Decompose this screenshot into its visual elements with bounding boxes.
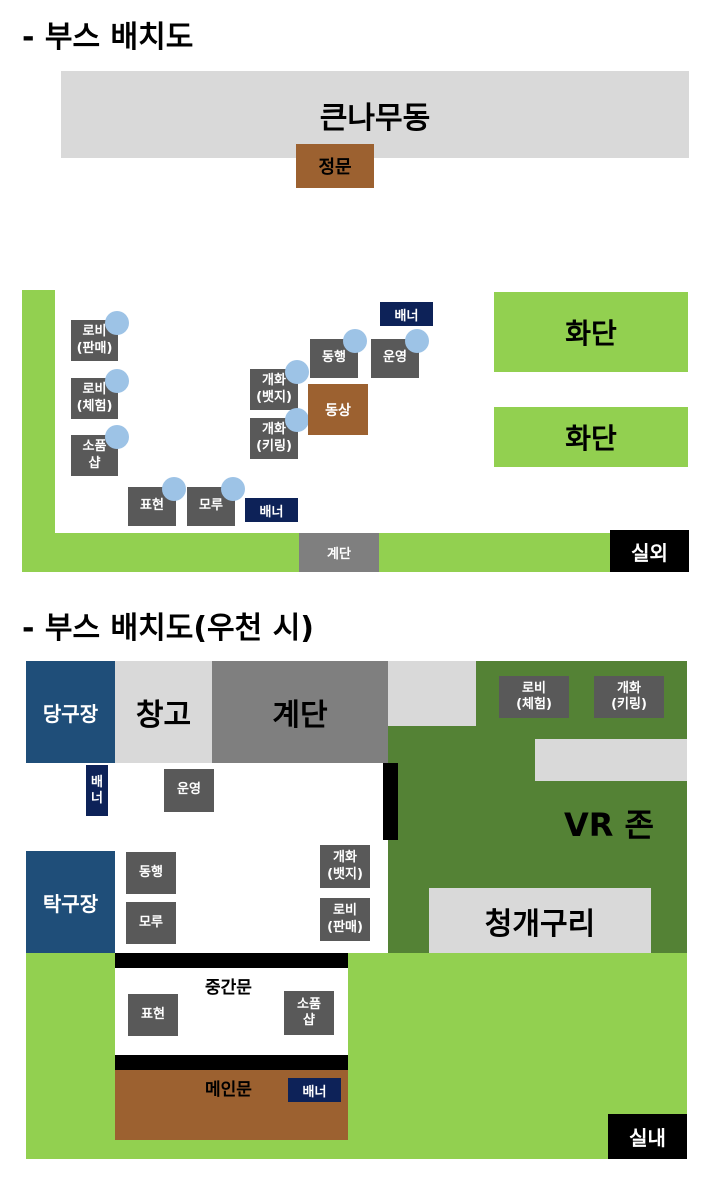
booth-lobby-experience: 로비 (체험) [499, 676, 569, 718]
booth-label: (키링) [611, 697, 647, 712]
booth-label: (판매) [327, 919, 363, 935]
grass-left-strip [22, 290, 55, 572]
main-door-wall [115, 1055, 348, 1070]
booth-label: 개화 [333, 850, 357, 866]
booth-label: 모루 [199, 498, 223, 514]
banner-top: 배너 [380, 302, 433, 326]
booth-lobby-experience: 로비 (체험) [71, 378, 118, 419]
booth-label: (체험) [516, 697, 552, 712]
booth-label: 샵 [88, 455, 101, 471]
booth-label: 표현 [141, 1006, 165, 1022]
booth-label: (뱃지) [256, 389, 292, 405]
booth-marker-dot [285, 360, 309, 384]
banner-main-door: 배너 [288, 1078, 341, 1102]
outdoor-tag: 실외 [610, 530, 689, 572]
booth-props-shop: 소품 샵 [284, 991, 334, 1035]
booth-marker-dot [105, 369, 129, 393]
main-door-label: 메인문 [205, 1080, 252, 1100]
room-billiards: 당구장 [26, 661, 115, 763]
gray-block-top [388, 661, 476, 726]
booth-label: 개화 [262, 373, 286, 389]
booth-badge: 개화 (뱃지) [320, 845, 370, 888]
booth-label: 로비 [522, 680, 546, 696]
booth-label: (뱃지) [327, 866, 363, 882]
booth-label: (판매) [76, 340, 113, 356]
middle-gate-label: 중간문 [205, 978, 252, 998]
partition-wall [383, 763, 398, 840]
banner-char: 너 [91, 790, 103, 806]
booth-label: 샵 [303, 1013, 315, 1028]
booth-marker-dot [221, 477, 245, 501]
booth-label: 소품 [297, 996, 321, 1012]
booth-keyring: 개화 (키링) [594, 676, 664, 718]
booth-label: 운영 [383, 350, 407, 366]
booth-lobby-sale: 로비 (판매) [320, 898, 370, 941]
booth-label: 로비 [82, 324, 107, 340]
booth-operation: 운영 [164, 769, 214, 812]
room-frog: 청개구리 [429, 888, 651, 953]
room-storage: 창고 [115, 661, 212, 763]
booth-label: 로비 [333, 903, 357, 919]
booth-label: 소품 [82, 439, 107, 455]
booth-label: (체험) [76, 398, 113, 414]
booth-label: 표현 [140, 498, 164, 514]
booth-marker-dot [285, 408, 309, 432]
main-gate: 정문 [296, 144, 374, 188]
section-title-rain-layout: - 부스 배치도(우천 시) [22, 611, 315, 646]
flowerbed-bottom: 화단 [494, 407, 688, 467]
middle-gate-wall [115, 953, 348, 968]
booth-label: 로비 [82, 382, 107, 398]
stairs-indoor: 계단 [212, 661, 388, 763]
booth-label: 개화 [262, 422, 286, 438]
booth-marker-dot [105, 311, 129, 335]
booth-marker-dot [405, 329, 429, 353]
room-table-tennis: 탁구장 [26, 851, 115, 953]
booth-performance: 표현 [128, 994, 178, 1036]
building-keunnamudong: 큰나무동 [61, 71, 689, 158]
booth-label: 개화 [617, 680, 641, 696]
gray-block-right [535, 739, 687, 781]
booth-keyring: 개화 (키링) [250, 418, 298, 459]
indoor-tag: 실내 [608, 1114, 687, 1159]
banner-char: 배 [91, 774, 103, 790]
vr-zone-label: VR 존 [564, 806, 654, 844]
statue: 동상 [308, 384, 368, 435]
booth-donghaeng: 동행 [126, 852, 176, 894]
booth-label: (키링) [256, 438, 292, 454]
booth-label: 운영 [177, 782, 201, 798]
banner-vertical: 배 너 [86, 765, 108, 816]
flowerbed-top: 화단 [494, 292, 688, 372]
booth-marker-dot [105, 425, 129, 449]
booth-label: 동행 [139, 864, 163, 880]
booth-marker-dot [343, 329, 367, 353]
stairs-outdoor: 계단 [299, 533, 379, 572]
booth-moru: 모루 [126, 902, 176, 944]
section-title-booth-layout: - 부스 배치도 [22, 20, 194, 55]
booth-label: 모루 [139, 914, 163, 930]
booth-marker-dot [162, 477, 186, 501]
booth-label: 동행 [322, 350, 346, 366]
banner-bottom: 배너 [245, 498, 298, 522]
